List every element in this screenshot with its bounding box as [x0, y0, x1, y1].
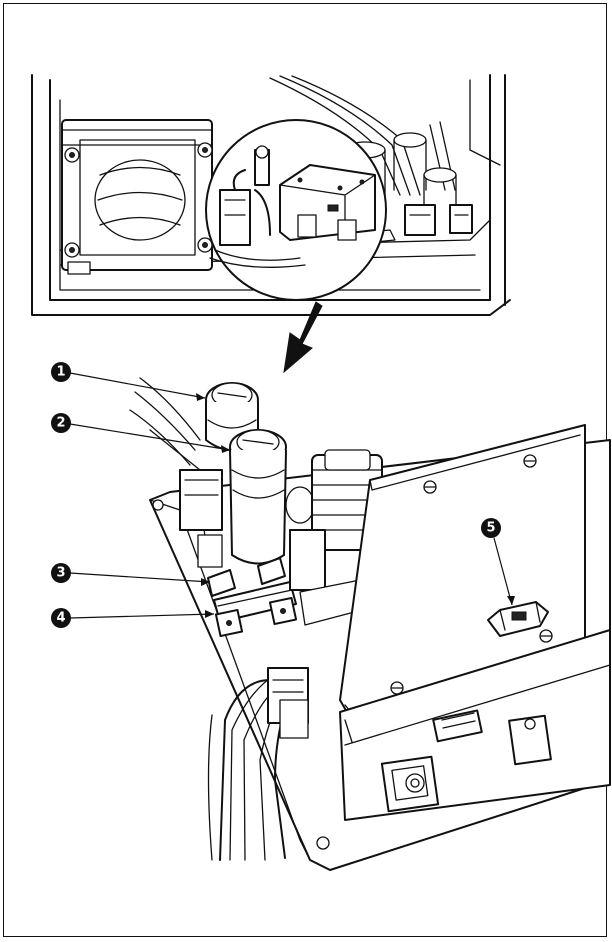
thermal-element-5	[487, 601, 549, 637]
callouts: 1 2 3 4 5	[51, 362, 515, 628]
callout-1: 1	[51, 362, 206, 401]
zoom-arrow	[283, 301, 323, 374]
front-panel	[339, 629, 611, 821]
callout-2: 2	[51, 413, 231, 453]
callout-3-label: 3	[56, 566, 65, 581]
callout-4-label: 4	[56, 611, 65, 626]
callout-1-label: 1	[56, 365, 65, 380]
callout-3: 3	[51, 563, 211, 586]
enlarged-board-view	[129, 377, 611, 871]
magnifier-detail-circle	[205, 119, 387, 301]
callout-5-label: 5	[486, 521, 495, 536]
fuse-holder-2	[229, 429, 287, 565]
control-box-top-view	[31, 74, 511, 316]
callout-4: 4	[51, 608, 215, 628]
wire-bundle	[207, 667, 309, 861]
callout-2-label: 2	[56, 416, 65, 431]
fuse-clip-assembly	[207, 557, 298, 638]
transformer	[61, 119, 213, 275]
callout-5: 5	[481, 518, 515, 606]
